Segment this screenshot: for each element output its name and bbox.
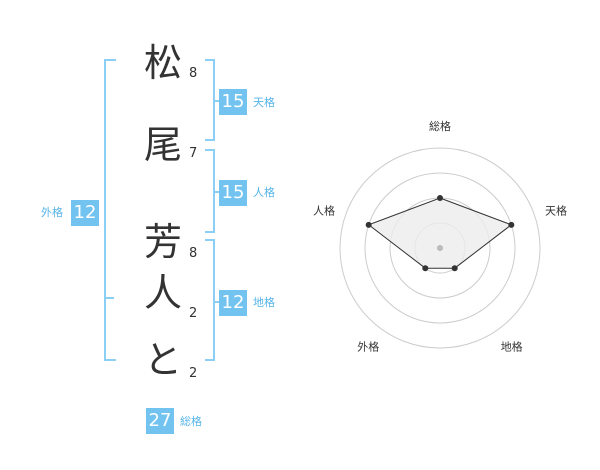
- radar-point-1: [437, 195, 443, 201]
- tenkaku-connector: [213, 100, 219, 102]
- name-char-5: と: [143, 338, 182, 382]
- name-char-3: 芳: [143, 220, 182, 264]
- gaikaku-bracket: [104, 59, 116, 361]
- radar-area: [367, 197, 513, 269]
- radar-grid-circle-3: [364, 172, 516, 324]
- tenkaku-badge: 15: [219, 89, 247, 115]
- radar-axis-label-5: 人格: [313, 203, 335, 217]
- soukaku-label: 総格: [180, 415, 202, 428]
- stroke-count-4: 2: [189, 306, 198, 321]
- name-char-4: 人: [143, 271, 182, 315]
- radar-point-4: [422, 265, 429, 272]
- chikaku-badge: 12: [219, 290, 247, 316]
- radar-axis-label-3: 地格: [501, 340, 523, 354]
- radar-axis-label-2: 天格: [545, 203, 567, 217]
- jinkaku-connector: [213, 191, 219, 193]
- name-char-1: 松: [143, 41, 182, 85]
- radar-grid-circle-4: [339, 147, 541, 349]
- radar-point-3: [451, 265, 458, 272]
- gaikaku-badge: 12: [71, 200, 99, 226]
- radar-center-dot: [437, 245, 443, 251]
- radar-point-2: [508, 221, 515, 228]
- chikaku-label: 地格: [253, 296, 275, 309]
- jinkaku-label: 人格: [253, 186, 275, 199]
- stroke-count-5: 2: [189, 366, 198, 381]
- gaikaku-label: 外格: [41, 206, 63, 219]
- gaikaku-bracket-mid-tick: [104, 297, 114, 299]
- radar-point-5: [365, 221, 372, 228]
- tenkaku-label: 天格: [253, 96, 275, 109]
- stroke-count-2: 7: [189, 146, 198, 161]
- chikaku-connector: [213, 301, 219, 303]
- name-char-2: 尾: [143, 123, 182, 167]
- radar-axis-label-1: 総格: [429, 119, 451, 133]
- jinkaku-badge: 15: [219, 180, 247, 206]
- chikaku-bracket: [205, 239, 215, 361]
- stroke-count-3: 8: [189, 246, 198, 261]
- radar-axis-label-4: 外格: [357, 340, 379, 354]
- stroke-count-1: 8: [189, 66, 198, 81]
- soukaku-badge: 27: [146, 408, 174, 434]
